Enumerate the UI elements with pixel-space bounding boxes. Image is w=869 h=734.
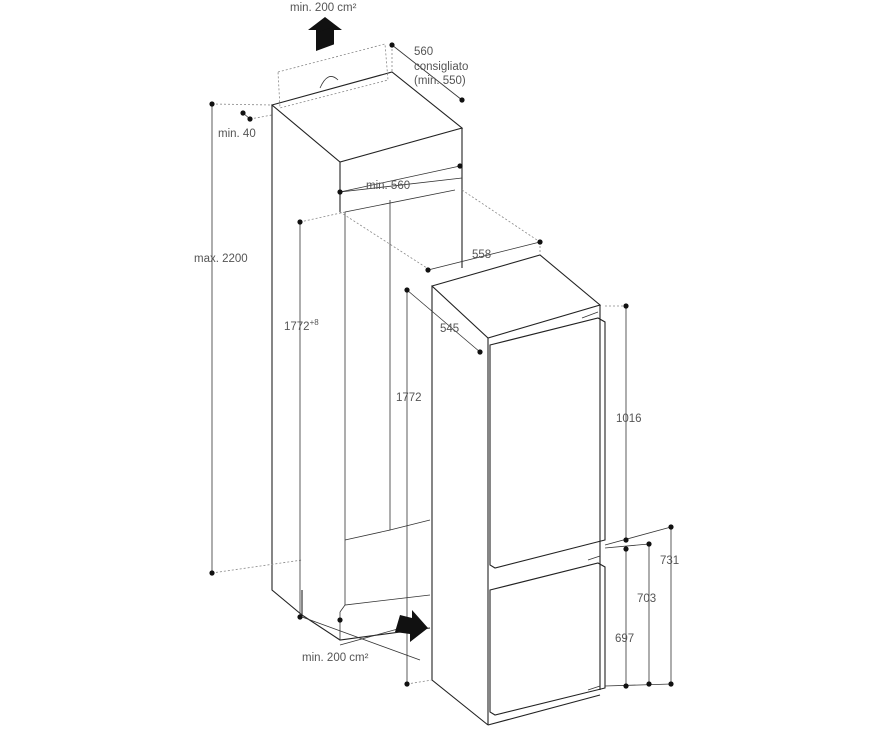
label-731: 731 xyxy=(660,555,679,567)
label-min-40: min. 40 xyxy=(218,128,256,140)
label-max-2200: max. 2200 xyxy=(194,253,248,265)
label-703: 703 xyxy=(637,593,656,605)
label-depth-545: 545 xyxy=(440,323,459,335)
label-upper-1016: 1016 xyxy=(616,413,642,425)
label-min-560: min. 560 xyxy=(366,180,410,192)
dimension-dots xyxy=(209,42,674,689)
label-697: 697 xyxy=(615,633,634,645)
appliance xyxy=(430,254,606,726)
top-vent-arrow-icon xyxy=(308,17,342,51)
cabinet-niche xyxy=(270,43,464,641)
label-width-558: 558 xyxy=(472,249,491,261)
label-consigliato: consigliato xyxy=(414,61,468,73)
bottom-vent-arrow-icon xyxy=(395,610,428,642)
label-top-vent: min. 200 cm² xyxy=(290,2,357,14)
label-bottom-vent: min. 200 cm² xyxy=(302,652,369,664)
label-niche-1772: 1772+8 xyxy=(284,318,319,333)
label-appliance-1772: 1772 xyxy=(396,392,422,404)
dimension-labels: min. 200 cm² 560 consigliato (min. 550) … xyxy=(194,2,679,664)
dimension-lines xyxy=(211,44,672,687)
label-min-550: (min. 550) xyxy=(414,75,466,87)
label-depth-560: 560 xyxy=(414,46,433,58)
